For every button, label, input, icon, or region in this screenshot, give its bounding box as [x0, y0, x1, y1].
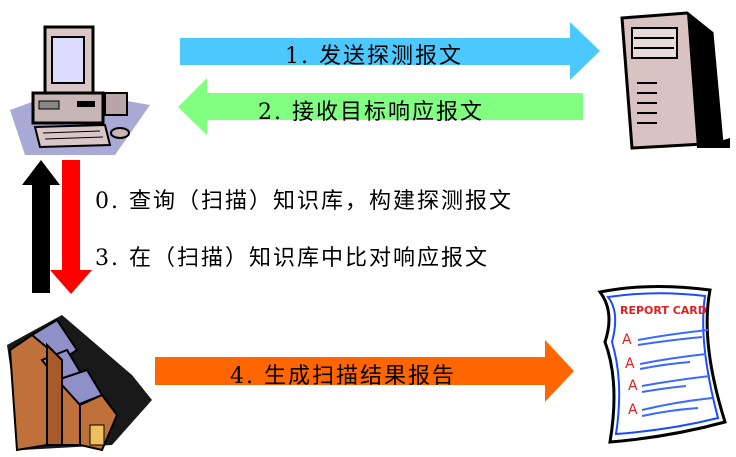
server-icon — [620, 11, 730, 150]
generate-report-label: 4. 生成扫描结果报告 — [230, 364, 456, 389]
receive-arrow — [178, 78, 583, 135]
send-arrow — [180, 22, 600, 80]
report-arrow — [155, 340, 574, 402]
grade: A — [625, 356, 635, 372]
report-card-title: REPORT CARD — [620, 304, 707, 317]
grade: A — [628, 402, 638, 418]
grade: A — [622, 332, 632, 348]
query-up-arrow — [22, 160, 60, 293]
query-knowledge-base-label: 0. 查询（扫描）知识库，构建探测报文 — [95, 189, 513, 214]
send-probe-label: 1. 发送探测报文 — [285, 44, 463, 69]
report-card-icon: REPORT CARD A A A A — [597, 284, 727, 444]
compare-response-label: 3. 在（扫描）知识库中比对响应报文 — [95, 246, 489, 271]
receive-response-label: 2. 接收目标响应报文 — [258, 100, 484, 125]
grade: A — [628, 378, 638, 394]
knowledge-base-books-icon — [7, 315, 152, 452]
computer-icon — [10, 25, 150, 155]
compare-down-arrow — [50, 160, 92, 294]
